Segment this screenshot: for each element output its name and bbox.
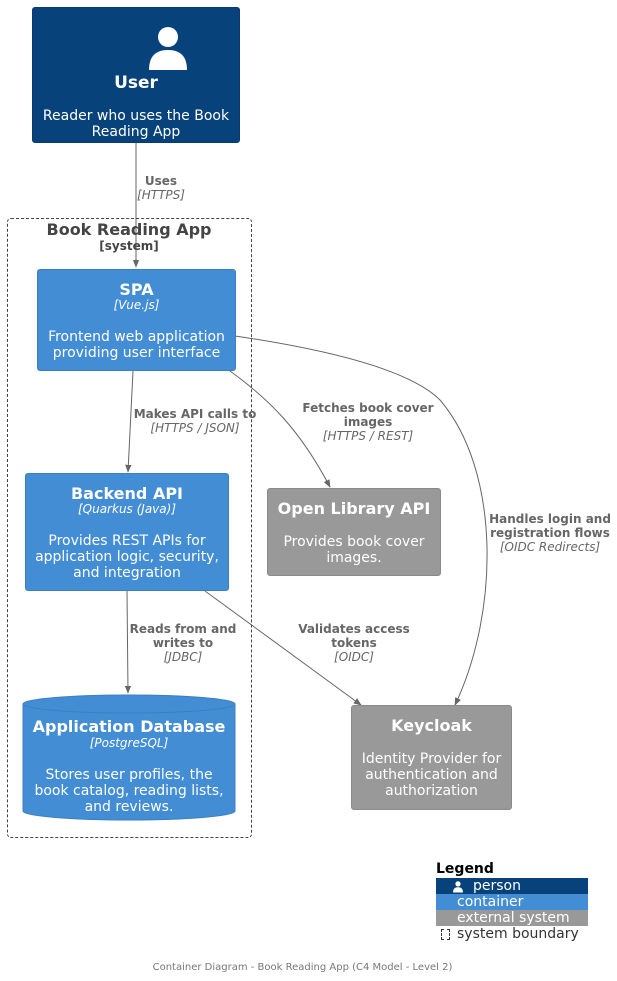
- database-container[interactable]: Application Database [PostgreSQL] Stores…: [22, 694, 236, 822]
- keycloak-system[interactable]: Keycloak Identity Provider for authentic…: [351, 705, 512, 810]
- database-cylinder-icon: [22, 694, 236, 821]
- backend-title: Backend API: [70, 484, 183, 503]
- boundary-tag: [system]: [99, 239, 159, 253]
- backend-tech: [Quarkus (Java)]: [77, 502, 177, 516]
- diagram-caption: Container Diagram - Book Reading App (C4…: [152, 962, 453, 973]
- user-description: Reader who uses the Book Reading App: [42, 108, 230, 140]
- database-description: Stores user profiles, the book catalog, …: [34, 767, 224, 815]
- database-title: Application Database: [32, 717, 226, 736]
- person-icon: [149, 27, 187, 70]
- legend-item-person: person: [436, 878, 588, 894]
- legend-item-container: container: [436, 894, 588, 910]
- system-boundary: [7, 218, 252, 838]
- rel-covers: Fetches book cover images [HTTPS / REST]: [302, 401, 434, 443]
- edge-spa-backend: [125, 370, 134, 473]
- rel-login: Handles login and registration flows [OI…: [489, 512, 611, 554]
- edge-backend-keycloak: [204, 590, 362, 706]
- boundary-title: Book Reading App: [46, 220, 212, 239]
- backend-container[interactable]: Backend API [Quarkus (Java)] Provides RE…: [25, 473, 229, 591]
- edge-spa-keycloak: [234, 335, 488, 706]
- legend-item-boundary: system boundary: [436, 926, 588, 942]
- spa-description: Frontend web application providing user …: [48, 329, 225, 361]
- rel-api-calls: Makes API calls to [HTTPS / JSON]: [133, 407, 257, 435]
- person-icon: [453, 881, 463, 893]
- rel-validate: Validates access tokens [OIDC]: [298, 622, 410, 664]
- legend-item-external: external system: [436, 910, 588, 926]
- legend-title: Legend: [436, 861, 494, 877]
- backend-description: Provides REST APIs for application logic…: [35, 533, 219, 581]
- dashed-box-icon: [441, 929, 450, 940]
- rel-uses: Uses [HTTPS]: [137, 174, 185, 202]
- rel-readwrite: Reads from and writes to [JDBC]: [129, 622, 237, 664]
- user-person[interactable]: User Reader who uses the Book Reading Ap…: [32, 7, 240, 143]
- openlibrary-system[interactable]: Open Library API Provides book cover ima…: [267, 488, 441, 576]
- spa-container[interactable]: SPA [Vue.js] Frontend web application pr…: [37, 269, 236, 371]
- database-tech: [PostgreSQL]: [89, 736, 169, 750]
- edge-backend-database: [124, 590, 132, 694]
- edge-spa-openlibrary: [229, 370, 331, 488]
- openlibrary-description: Provides book cover images.: [283, 534, 425, 566]
- user-title: User: [114, 73, 158, 93]
- keycloak-description: Identity Provider for authentication and…: [361, 751, 502, 799]
- openlibrary-title: Open Library API: [277, 499, 431, 518]
- spa-tech: [Vue.js]: [113, 298, 160, 312]
- keycloak-title: Keycloak: [391, 716, 472, 735]
- spa-title: SPA: [119, 280, 154, 299]
